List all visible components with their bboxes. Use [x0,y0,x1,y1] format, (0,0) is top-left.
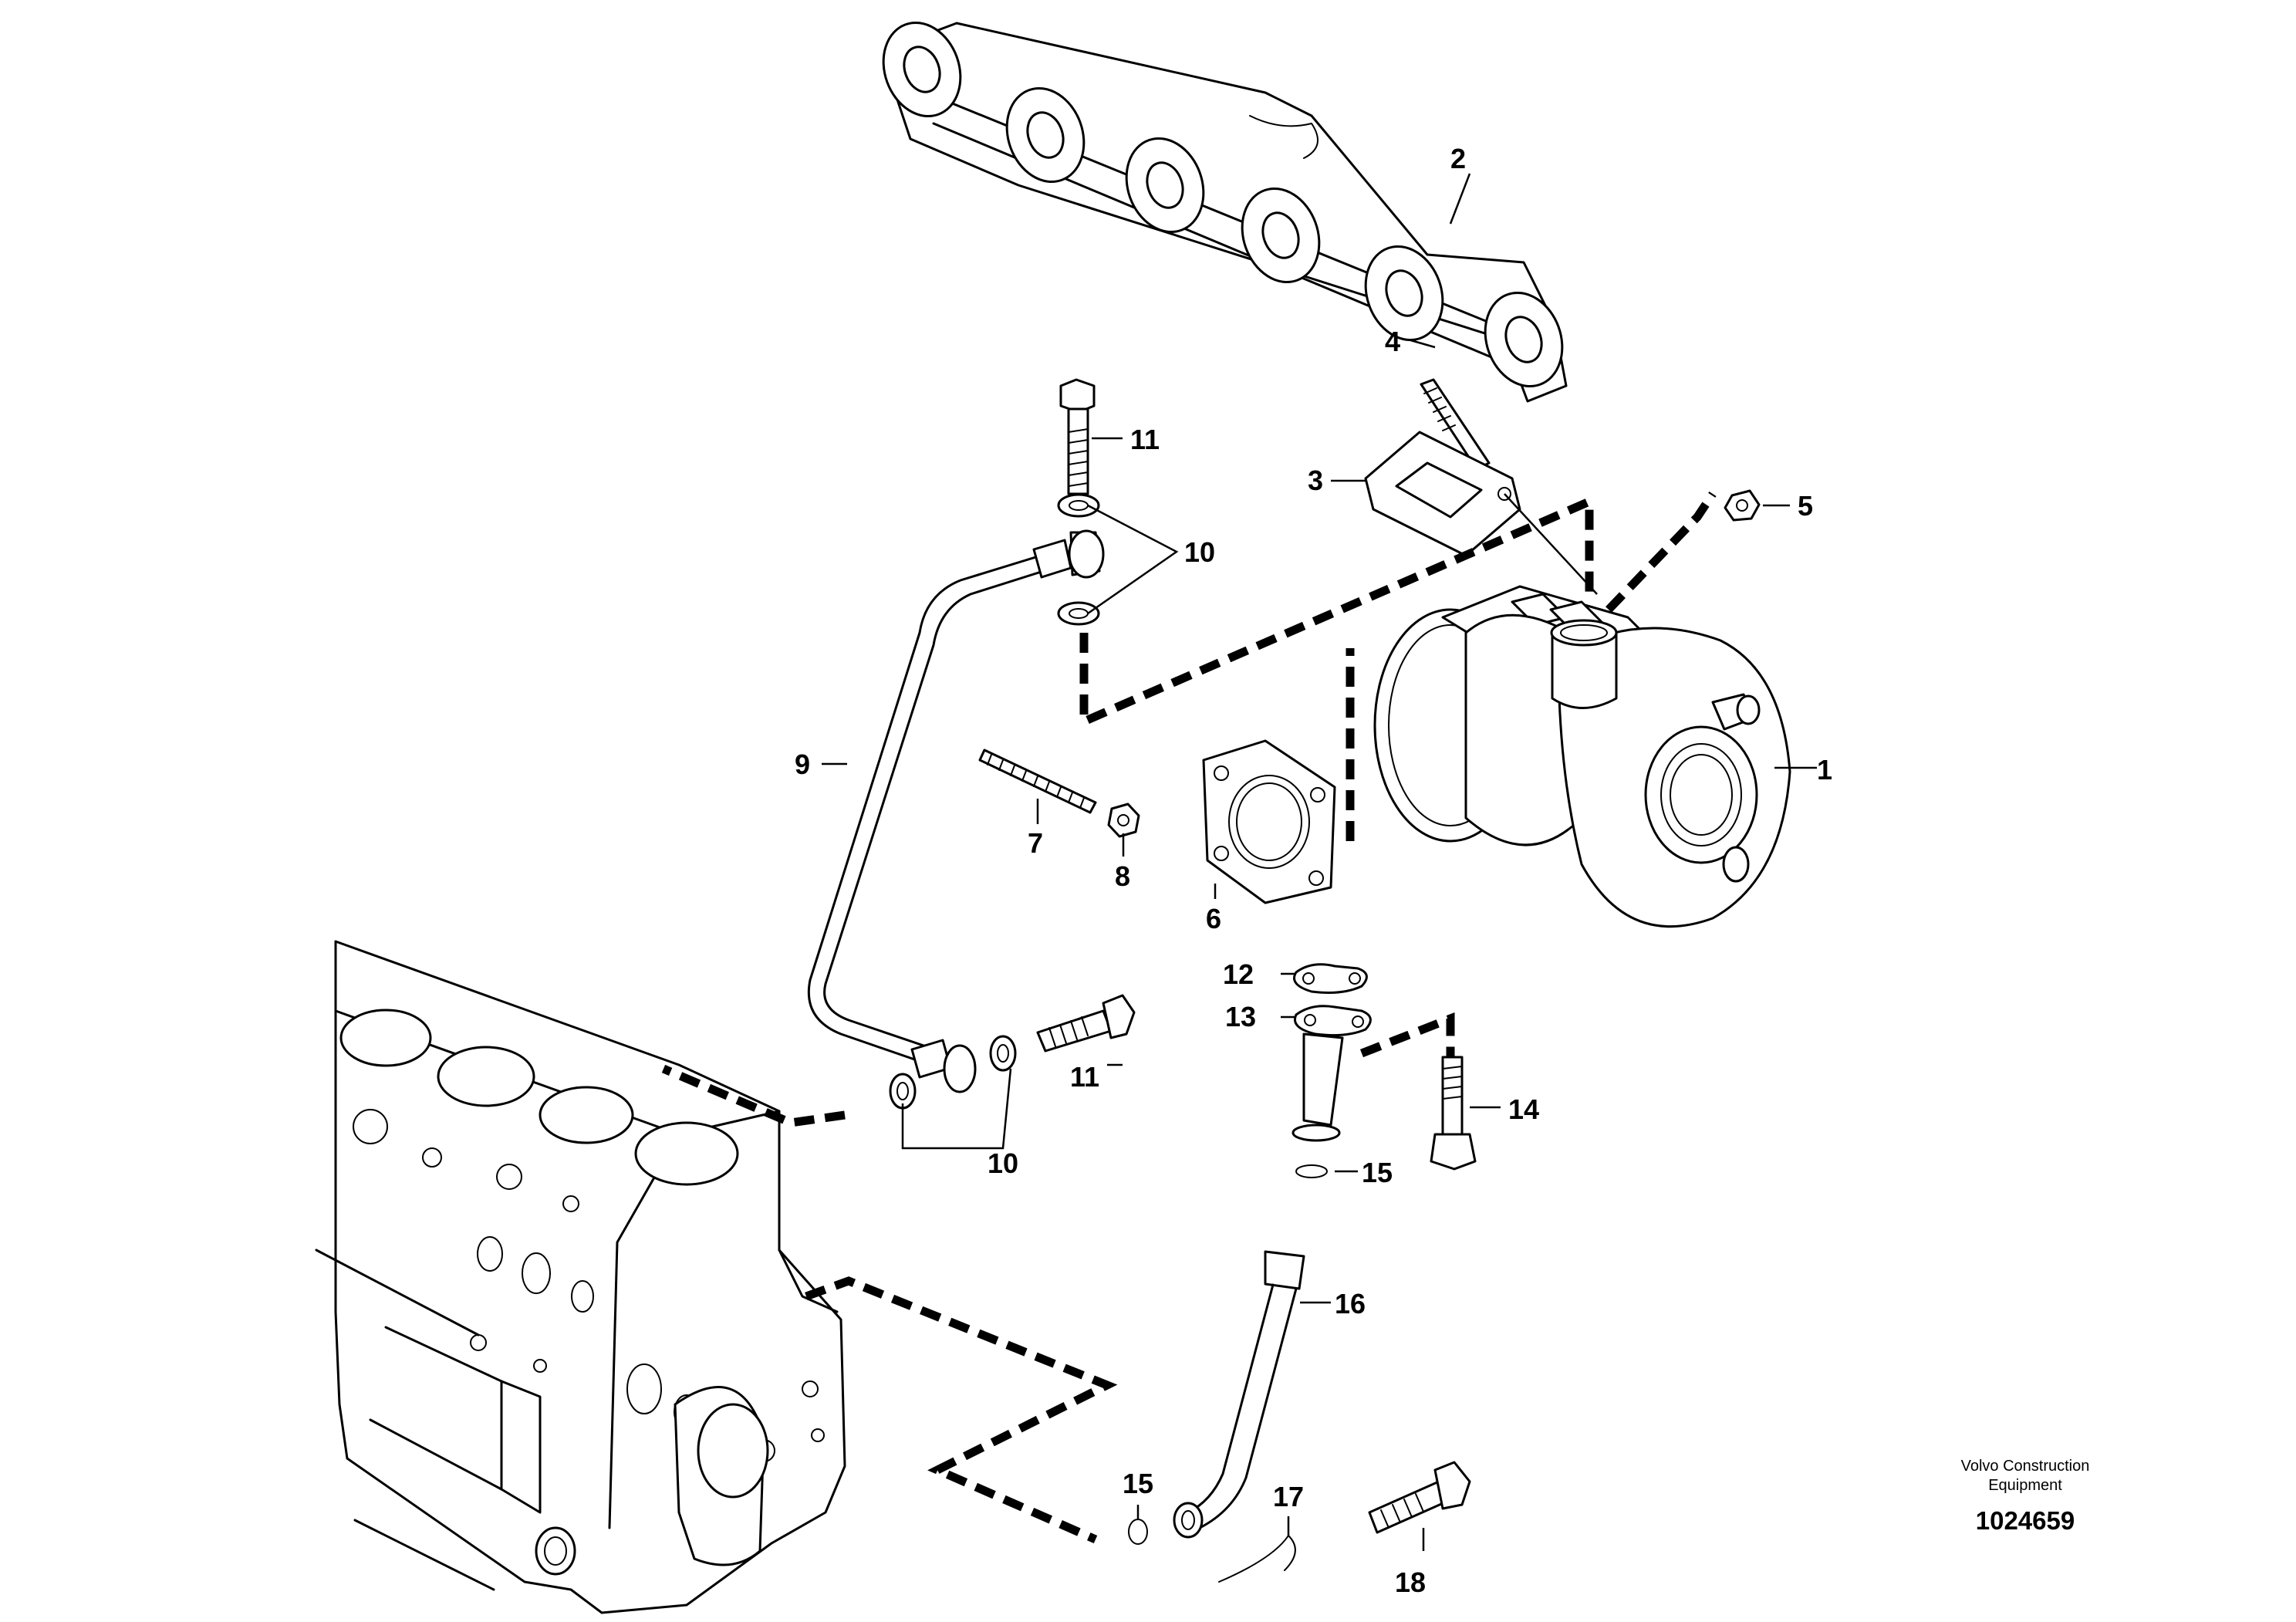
o-ring-15-upper [1292,1124,1341,1178]
banjo-bolt-11-upper [1059,378,1096,495]
callout-12: 12 [1223,958,1254,990]
stud-4 [1420,378,1491,471]
gasket-3 [1364,431,1521,557]
exhaust-manifold [882,21,1568,403]
callout-11-upper: 11 [1130,424,1160,455]
callout-6: 6 [1206,903,1221,934]
o-ring-15-lower [1128,1519,1148,1545]
callout-5: 5 [1798,490,1813,522]
turbocharger [1373,585,1791,928]
callout-18: 18 [1395,1566,1426,1598]
banjo-bolt-11-lower [1036,994,1136,1053]
callout-13: 13 [1225,1001,1256,1032]
cylinder-bores [339,1009,739,1186]
callout-11-lower: 11 [1070,1061,1099,1093]
nut-8 [1107,803,1140,838]
callout-7: 7 [1028,827,1043,859]
callout-10-lower: 10 [988,1147,1018,1179]
credit-line-2: Equipment [1988,1477,2062,1494]
credit-line-1: Volvo Construction [1961,1458,2090,1475]
callout-2: 2 [1450,143,1466,174]
manifold-port-flanges [882,21,1564,388]
washers-10-upper [1057,493,1100,626]
callout-14: 14 [1508,1093,1539,1125]
callout-15-lower: 15 [1123,1468,1153,1499]
nut-5 [1724,489,1761,522]
flange-13 [1294,1005,1372,1127]
credit-block: Volvo Construction Equipment 1024659 [1961,1458,2090,1535]
gasket-6 [1202,739,1336,904]
bolt-18 [1368,1461,1471,1534]
leader-lines [822,173,1817,1551]
callout-9: 9 [795,748,810,780]
callout-17: 17 [1273,1481,1304,1512]
callout-3: 3 [1308,465,1323,496]
bolt-14 [1430,1056,1477,1171]
callout-8: 8 [1115,860,1130,892]
callout-10-upper: 10 [1184,536,1215,568]
document-number: 1024659 [1976,1506,2075,1535]
callout-labels: 1 2 3 4 5 6 7 8 9 10 10 11 11 12 13 14 1… [795,143,1832,1598]
clamp-17 [1218,1535,1296,1583]
flange-gasket-12 [1293,963,1368,994]
callout-4: 4 [1385,326,1400,357]
callout-15-upper: 15 [1362,1157,1393,1188]
drain-pipe-16 [1173,1250,1305,1539]
connection-lines [661,491,1717,1544]
stud-7 [978,748,1097,814]
callout-16: 16 [1335,1288,1366,1320]
oil-feed-pipe-9 [807,529,1105,1093]
callout-1: 1 [1817,754,1832,786]
engine-block [315,940,846,1614]
